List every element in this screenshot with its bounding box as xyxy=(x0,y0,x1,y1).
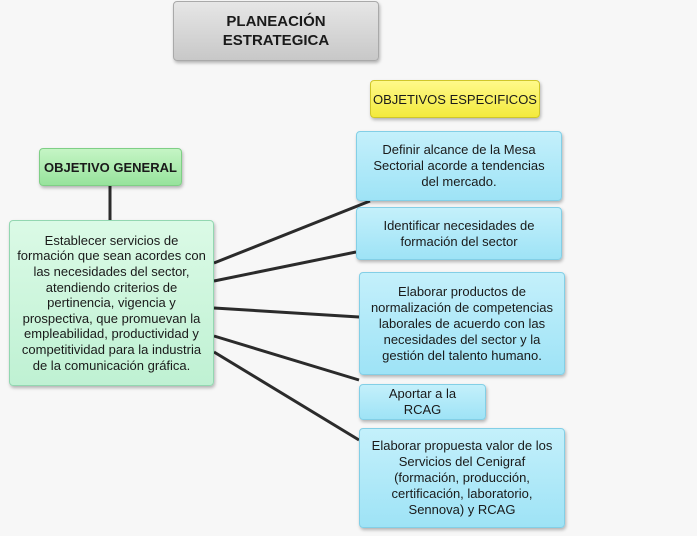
general-objective-text: Establecer servicios de formación que se… xyxy=(9,220,214,386)
connector-to-objective-4 xyxy=(213,334,360,382)
specific-objective-3: Elaborar productos de normalización de c… xyxy=(359,272,565,375)
specific-objective-2: Identificar necesidades de formación del… xyxy=(356,207,562,260)
specific-objective-5: Elaborar propuesta valor de los Servicio… xyxy=(359,428,565,528)
specific-objectives-header: OBJETIVOS ESPECIFICOS xyxy=(370,80,540,118)
diagram-title: PLANEACIÓN ESTRATEGICA xyxy=(173,1,379,61)
connector-to-objective-2 xyxy=(213,250,357,283)
general-objective-header: OBJETIVO GENERAL xyxy=(39,148,182,186)
specific-objective-1: Definir alcance de la Mesa Sectorial aco… xyxy=(356,131,562,201)
specific-objective-4: Aportar a la RCAG xyxy=(359,384,486,420)
connector-to-objective-1 xyxy=(213,199,371,265)
connector-to-objective-5 xyxy=(213,350,360,442)
connector-to-objective-3 xyxy=(213,306,360,319)
